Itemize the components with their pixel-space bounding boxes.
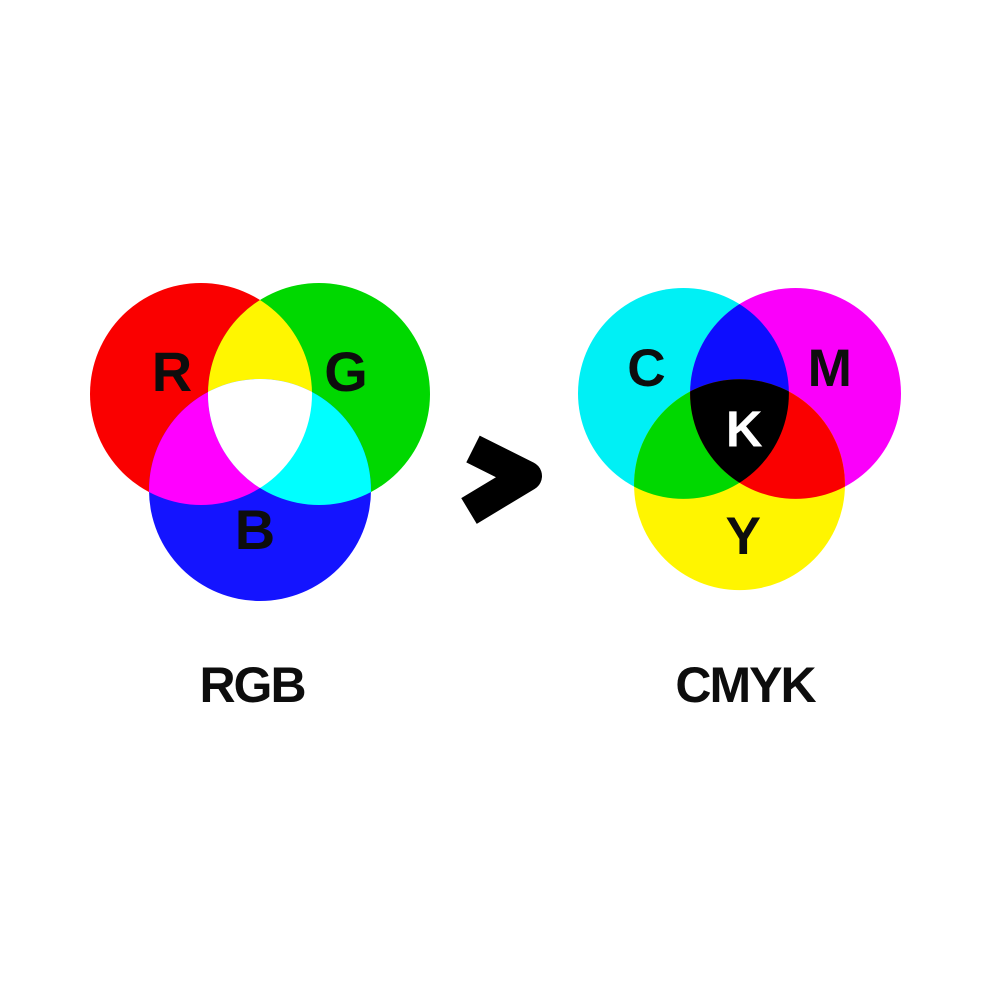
rgb-label: RGB xyxy=(199,657,306,713)
letter-b: B xyxy=(235,498,275,561)
cmyk-label: CMYK xyxy=(675,657,816,713)
greater-than-text: > xyxy=(0,0,1,1)
letter-g: G xyxy=(324,340,368,403)
greater-than-stroke xyxy=(461,435,542,524)
letter-y: Y xyxy=(726,507,761,566)
greater-than-icon xyxy=(461,435,542,524)
cmyk-venn-diagram: C M Y K xyxy=(578,288,901,591)
rgb-venn-diagram: R G B xyxy=(90,283,430,601)
letter-c: C xyxy=(627,339,665,398)
letter-k: K xyxy=(726,401,763,458)
letter-m: M xyxy=(808,339,852,398)
letter-r: R xyxy=(152,340,192,403)
